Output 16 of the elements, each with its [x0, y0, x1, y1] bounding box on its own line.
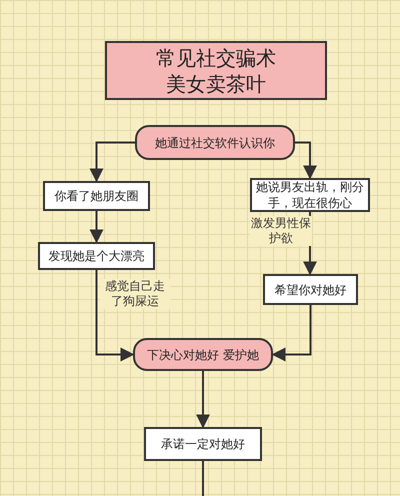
arrow: [295, 142, 317, 180]
decision-box: 下决心对她好 爱护她: [133, 338, 273, 371]
process-box: 她说男友出轨，刚分手，现在很伤心: [250, 178, 370, 212]
arrow: [272, 305, 312, 362]
title-box: 常见社交骗术 美女卖茶叶: [105, 41, 327, 100]
start-box: 她通过社交软件认识你: [135, 125, 295, 160]
process-box: 你看了她朋友圈: [43, 181, 150, 211]
arrow: [96, 270, 134, 362]
edge-label: 激发男性保护欲: [250, 216, 312, 246]
process-box: 希望你对她好: [263, 274, 358, 305]
arrow: [90, 142, 135, 182]
edge-label: 感觉自己走了狗屎运: [100, 279, 170, 309]
arrow: [196, 371, 210, 428]
arrow: [90, 211, 104, 244]
process-box: 发现她是个大漂亮: [38, 242, 155, 270]
process-box: 承诺一定对她好: [144, 427, 262, 461]
